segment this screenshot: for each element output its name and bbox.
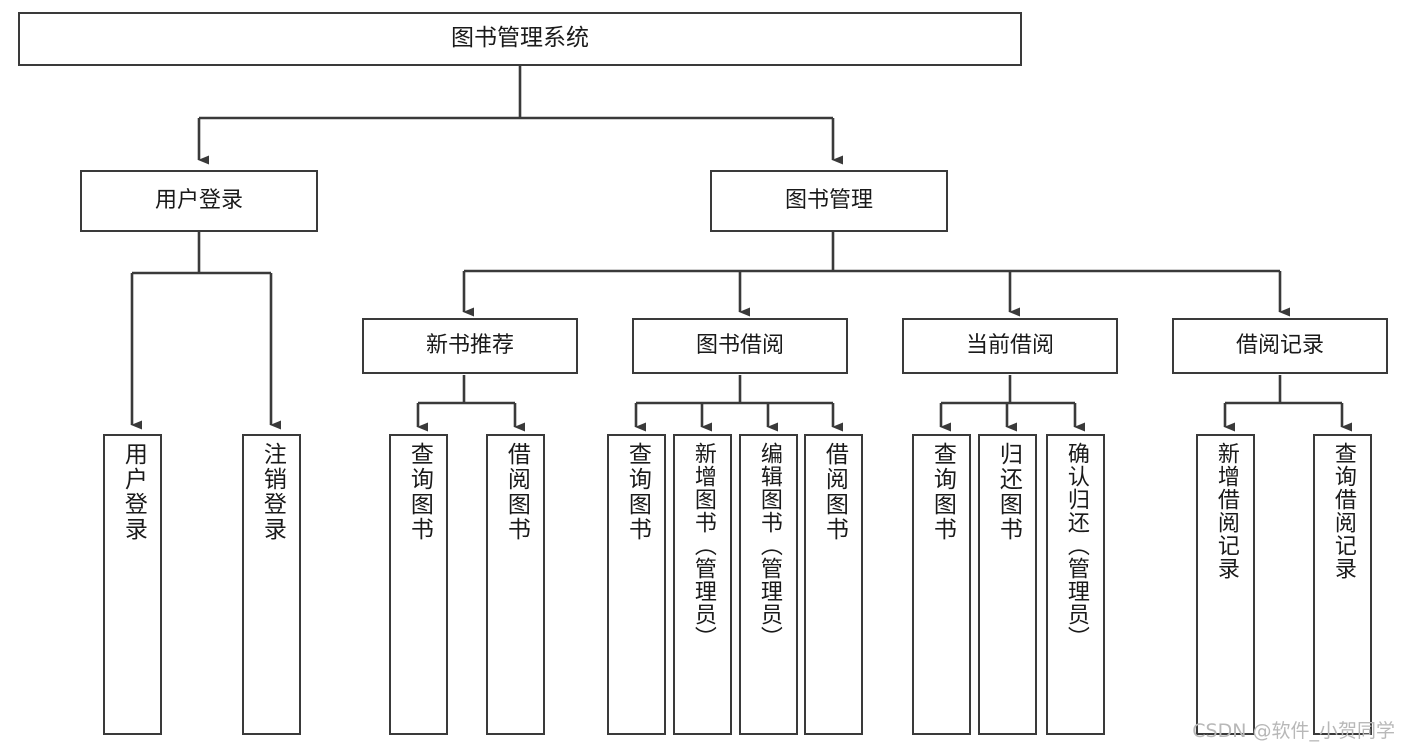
node-leaf-borrow-book-2-label: 借阅图书: [821, 442, 848, 542]
node-root-label: 图书管理系统: [451, 25, 589, 52]
node-leaf-user-logout-label: 注销登录: [259, 442, 286, 542]
node-leaf-add-record[interactable]: 新增借阅记录: [1196, 434, 1255, 735]
node-leaf-return-book[interactable]: 归还图书: [978, 434, 1037, 735]
node-borrow-record[interactable]: 借阅记录: [1172, 318, 1388, 374]
node-user-login[interactable]: 用户登录: [80, 170, 318, 232]
node-leaf-user-login[interactable]: 用户登录: [103, 434, 162, 735]
node-leaf-borrow-book-2[interactable]: 借阅图书: [804, 434, 863, 735]
node-leaf-add-record-label: 新增借阅记录: [1213, 442, 1239, 580]
node-book-manage-label: 图书管理: [784, 187, 873, 213]
node-current-borrow-label: 当前借阅: [965, 332, 1054, 358]
node-leaf-query-book-2-label: 查询图书: [624, 442, 651, 542]
node-leaf-query-record[interactable]: 查询借阅记录: [1313, 434, 1372, 735]
node-new-book-recommend-label: 新书推荐: [425, 332, 514, 358]
node-borrow-record-label: 借阅记录: [1235, 332, 1324, 358]
node-leaf-query-book-3-label: 查询图书: [929, 442, 956, 542]
node-leaf-query-record-label: 查询借阅记录: [1330, 442, 1356, 580]
node-leaf-add-book[interactable]: 新增图书（管理员）: [673, 434, 732, 735]
node-leaf-query-book-1-label: 查询图书: [406, 442, 433, 542]
node-current-borrow[interactable]: 当前借阅: [902, 318, 1118, 374]
node-leaf-confirm-return[interactable]: 确认归还（管理员）: [1046, 434, 1105, 735]
node-new-book-recommend[interactable]: 新书推荐: [362, 318, 578, 374]
node-leaf-borrow-book-1-label: 借阅图书: [503, 442, 530, 542]
watermark: CSDN @软件_小贺同学: [1192, 720, 1395, 742]
node-leaf-edit-book[interactable]: 编辑图书（管理员）: [739, 434, 798, 735]
node-book-borrow-label: 图书借阅: [695, 332, 784, 358]
node-leaf-query-book-2[interactable]: 查询图书: [607, 434, 666, 735]
node-root[interactable]: 图书管理系统: [18, 12, 1022, 66]
node-leaf-query-book-1[interactable]: 查询图书: [389, 434, 448, 735]
node-leaf-confirm-return-label: 确认归还（管理员）: [1063, 442, 1089, 649]
node-book-manage[interactable]: 图书管理: [710, 170, 948, 232]
node-leaf-user-login-label: 用户登录: [120, 442, 147, 542]
node-user-login-label: 用户登录: [154, 187, 243, 213]
node-leaf-borrow-book-1[interactable]: 借阅图书: [486, 434, 545, 735]
node-leaf-add-book-label: 新增图书（管理员）: [690, 442, 716, 649]
node-leaf-query-book-3[interactable]: 查询图书: [912, 434, 971, 735]
node-book-borrow[interactable]: 图书借阅: [632, 318, 848, 374]
node-leaf-user-logout[interactable]: 注销登录: [242, 434, 301, 735]
node-leaf-edit-book-label: 编辑图书（管理员）: [756, 442, 782, 649]
node-leaf-return-book-label: 归还图书: [995, 442, 1022, 542]
